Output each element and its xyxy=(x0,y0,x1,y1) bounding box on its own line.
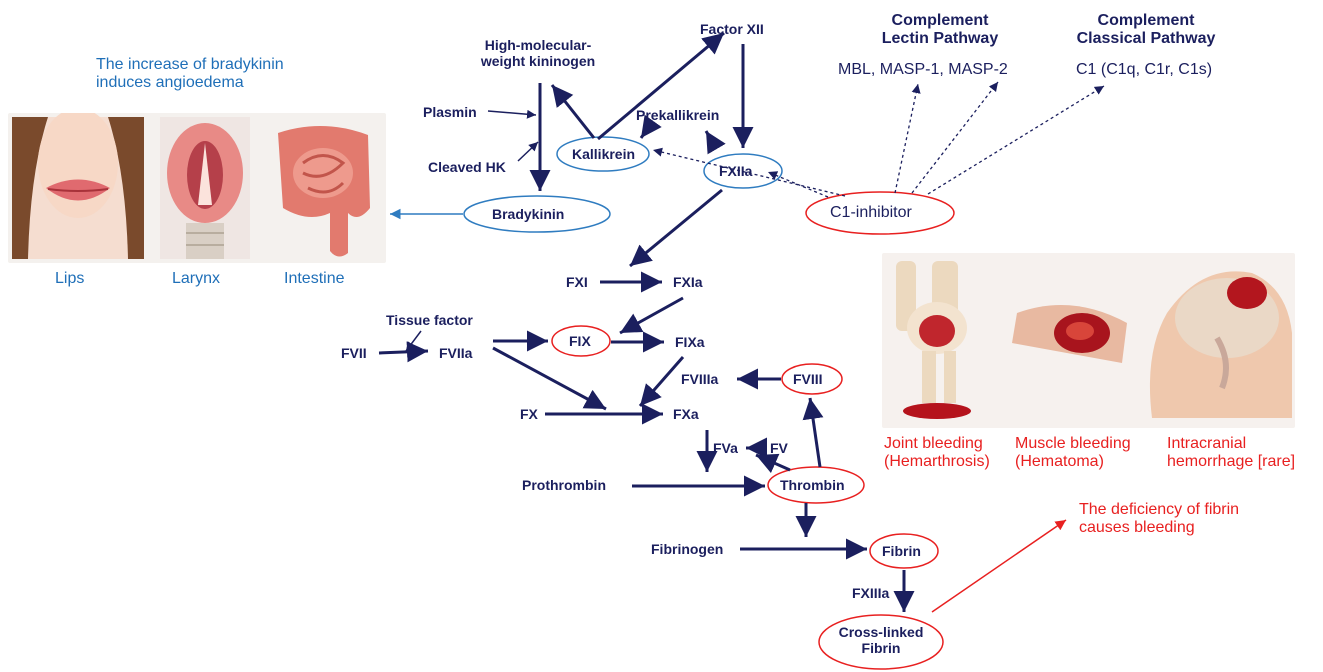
node-fixa: FIXa xyxy=(675,334,705,350)
fibrin-to-bleeding-arrow xyxy=(932,520,1066,612)
node-fxa: FXa xyxy=(673,406,699,422)
node-hmwk: High-molecular- weight kininogen xyxy=(468,37,608,69)
node-fxiia: FXIIa xyxy=(719,163,752,179)
label-joint-bleeding: Joint bleeding (Hemarthrosis) xyxy=(884,435,990,472)
classical-pathway-title: Complement Classical Pathway xyxy=(1071,12,1221,49)
bleeding-caption: The deficiency of fibrin causes bleeding xyxy=(1079,501,1239,538)
node-fx: FX xyxy=(520,406,538,422)
node-fxia: FXIa xyxy=(673,274,703,290)
node-bradykinin: Bradykinin xyxy=(492,206,564,222)
label-intestine: Intestine xyxy=(284,270,344,288)
node-fibrin: Fibrin xyxy=(882,543,921,559)
node-prekallikrein: Prekallikrein xyxy=(636,107,719,123)
lectin-pathway-title: Complement Lectin Pathway xyxy=(870,12,1010,49)
node-fibrinogen: Fibrinogen xyxy=(651,541,723,557)
node-factor-xii: Factor XII xyxy=(700,21,764,37)
label-intracranial-hemorrhage: Intracranial hemorrhage [rare] xyxy=(1167,435,1295,472)
node-fvii: FVII xyxy=(341,345,367,361)
node-fviia: FVIIa xyxy=(439,345,472,361)
node-fxi: FXI xyxy=(566,274,588,290)
node-fva: FVa xyxy=(713,440,738,456)
lectin-pathway-components: MBL, MASP-1, MASP-2 xyxy=(838,61,1008,79)
node-cross-linked-fibrin: Cross-linked Fibrin xyxy=(821,624,941,656)
label-larynx: Larynx xyxy=(172,270,220,288)
classical-pathway-components: C1 (C1q, C1r, C1s) xyxy=(1076,61,1212,79)
node-fxiiia: FXIIIa xyxy=(852,585,889,601)
label-lips: Lips xyxy=(55,270,84,288)
node-fix: FIX xyxy=(569,333,591,349)
node-plasmin: Plasmin xyxy=(423,104,477,120)
node-fviiia: FVIIIa xyxy=(681,371,718,387)
node-kallikrein: Kallikrein xyxy=(572,146,635,162)
angioedema-caption: The increase of bradykinin induces angio… xyxy=(96,56,284,93)
label-muscle-bleeding: Muscle bleeding (Hematoma) xyxy=(1015,435,1131,472)
node-fv: FV xyxy=(770,440,788,456)
dashed-arrows xyxy=(653,82,1104,197)
node-tissue-factor: Tissue factor xyxy=(386,312,473,328)
node-thrombin: Thrombin xyxy=(780,477,845,493)
node-cleaved-hk: Cleaved HK xyxy=(428,159,506,175)
node-fviii: FVIII xyxy=(793,371,823,387)
node-c1-inhibitor: C1-inhibitor xyxy=(830,204,912,222)
node-prothrombin: Prothrombin xyxy=(522,477,606,493)
